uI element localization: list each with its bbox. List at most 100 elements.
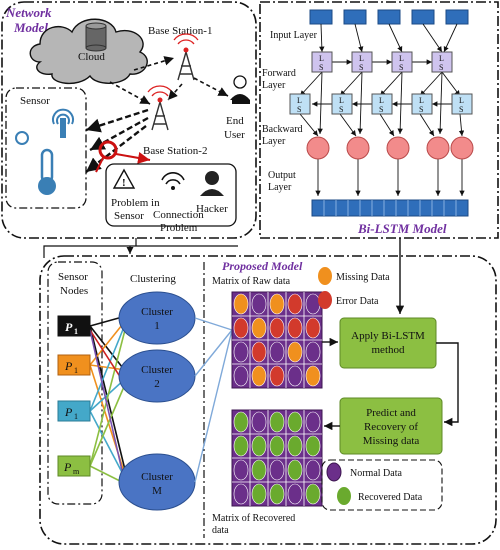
- fwd-cell-3-s: S: [399, 63, 403, 72]
- sensor-nodes-label-1: Sensor: [58, 271, 88, 283]
- input-blocks: [309, 9, 469, 25]
- base-station-2-label: Base Station-2: [143, 145, 207, 157]
- bwd-cell-2-s: S: [339, 105, 343, 114]
- problem-label-1: Problem in: [111, 197, 160, 209]
- network-model-section: Network Model Cloud Base Station-1 Base …: [1, 1, 257, 239]
- network-model-title-2: Model: [13, 20, 48, 35]
- node-2-sub: 1: [74, 366, 78, 375]
- error-data-swatch: [318, 291, 332, 309]
- svg-text:!: !: [122, 177, 126, 189]
- fwd-cell-2-s: S: [359, 63, 363, 72]
- apply-label-1: Apply Bi-LSTM: [351, 330, 425, 342]
- problem-box: [105, 163, 237, 227]
- node-cluster-links: [89, 315, 127, 489]
- connection-label-1: Connection: [153, 209, 204, 221]
- recovered-data-matrix: [231, 409, 323, 507]
- fwd-cell-1-s: S: [319, 63, 323, 72]
- end-user-label-2: User: [224, 129, 245, 141]
- recovered-matrix-label-1: Matrix of Recovered: [212, 513, 295, 524]
- sensor-node-3: P 1: [57, 400, 91, 422]
- missing-data-label: Missing Data: [336, 272, 390, 283]
- predict-label-1: Predict and: [366, 407, 416, 419]
- cluster-m-label-2: M: [152, 485, 162, 497]
- network-links: [109, 56, 229, 105]
- problem-label-2: Sensor: [114, 210, 144, 222]
- proposed-model-title: Proposed Model: [222, 259, 303, 273]
- normal-data-label: Normal Data: [350, 468, 402, 479]
- bwd-cell-1-l: L: [297, 96, 302, 105]
- output-nodes: [306, 136, 474, 160]
- cluster-1-label-2: 1: [154, 320, 160, 332]
- cloud-icon: [29, 18, 148, 84]
- bwd-cell-4-l: L: [419, 96, 424, 105]
- sensor-node-m: P m: [57, 455, 91, 477]
- predict-label-2: Recovery of: [364, 421, 418, 433]
- raw-matrix-label: Matrix of Raw data: [212, 276, 291, 287]
- fwd-cell-1-l: L: [319, 54, 324, 63]
- fwd-cell-4-s: S: [439, 63, 443, 72]
- sensor-icon: [15, 108, 74, 195]
- output-bar: [311, 199, 469, 217]
- sensor-links: [85, 108, 149, 173]
- cluster-1-label-1: Cluster: [141, 306, 173, 318]
- error-data-label: Error Data: [336, 296, 379, 307]
- end-user-icon: [230, 75, 250, 104]
- fwd-cell-3-l: L: [399, 54, 404, 63]
- node-1-sub: 1: [74, 327, 78, 336]
- apply-label-2: method: [372, 344, 405, 356]
- hacker-icon: [200, 171, 224, 196]
- sensor-nodes-label-2: Nodes: [60, 285, 88, 297]
- cluster-1: Cluster 1: [118, 291, 196, 345]
- missing-data-swatch: [318, 267, 332, 285]
- wifi-icon: [161, 172, 185, 190]
- apply-to-predict-arrow: [436, 342, 459, 427]
- sensor-box: [5, 87, 87, 209]
- cloud-label: Cloud: [78, 51, 105, 63]
- forward-layer-label-2: Layer: [262, 80, 286, 91]
- backward-layer-label-1: Backward: [262, 124, 303, 135]
- proposed-model-section: Proposed Model Sensor Nodes Clustering: [39, 255, 497, 545]
- connection-label-2: Problem: [160, 222, 198, 234]
- bwd-cell-2-l: L: [339, 96, 344, 105]
- raw-data-matrix: [231, 291, 323, 389]
- warning-icon: !: [112, 168, 136, 189]
- recovered-data-label: Recovered Data: [358, 492, 423, 503]
- sensor-node-2: P 1: [57, 354, 91, 376]
- recovered-data-swatch: [337, 487, 351, 505]
- node-3-sub: 1: [74, 412, 78, 421]
- attack-signal-icon: [95, 140, 151, 173]
- cluster-2-label-2: 2: [154, 378, 160, 390]
- input-layer-label: Input Layer: [270, 30, 318, 41]
- node-2-base: P: [64, 359, 73, 373]
- sensor-label: Sensor: [20, 95, 50, 107]
- network-model-title-1: Network: [5, 5, 52, 20]
- end-user-label-1: End: [226, 115, 244, 127]
- cluster-m-label-1: Cluster: [141, 471, 173, 483]
- node-1-base: P: [65, 320, 73, 334]
- cluster-2-label-1: Cluster: [141, 364, 173, 376]
- recovered-matrix-label-2: data: [212, 525, 229, 536]
- base-station-1-label: Base Station-1: [148, 25, 212, 37]
- output-layer-label-2: Layer: [268, 182, 292, 193]
- predict-recovery-box: Predict and Recovery of Missing data: [339, 397, 443, 455]
- cluster-matrix-links: [194, 317, 233, 483]
- predict-label-3: Missing data: [363, 435, 420, 447]
- network-to-proposed-arrow: [43, 238, 238, 258]
- normal-data-swatch: [326, 462, 342, 482]
- clustering-label: Clustering: [130, 273, 176, 285]
- forward-lstm-cells: L S L S L S L S: [311, 51, 453, 73]
- fwd-cell-4-l: L: [439, 54, 444, 63]
- bwd-cell-5-l: L: [459, 96, 464, 105]
- base-station-1-icon: [173, 33, 199, 81]
- hacker-label: Hacker: [196, 203, 228, 215]
- node-m-sub: m: [73, 467, 80, 476]
- bwd-cell-5-s: S: [459, 105, 463, 114]
- forward-layer-label-1: Forward: [262, 68, 296, 79]
- lstm-connections: [299, 23, 465, 196]
- bwd-cell-4-s: S: [419, 105, 423, 114]
- cluster-m: Cluster M: [118, 453, 196, 511]
- bwd-cell-3-l: L: [379, 96, 384, 105]
- sensor-node-1: P 1: [57, 315, 91, 337]
- base-station-2-icon: [147, 85, 173, 131]
